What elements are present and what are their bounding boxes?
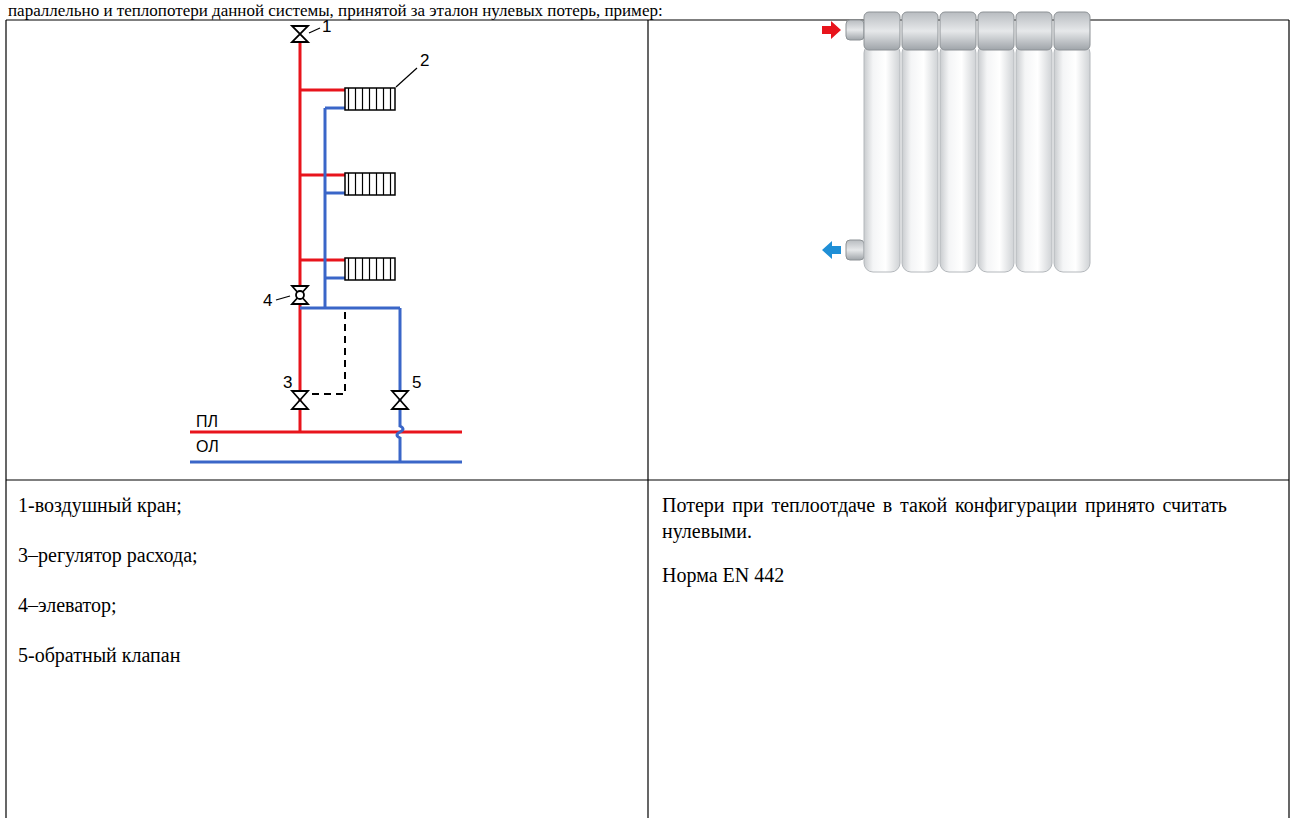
note-cell: Потери при теплоотдаче в такой конфигура…	[662, 492, 1227, 544]
legend-cell: 3–регулятор расхода;	[18, 542, 198, 568]
callout-number: 4	[263, 290, 272, 312]
radiator-section	[940, 44, 976, 272]
radiator-section	[1054, 44, 1090, 272]
elevator-nozzle	[296, 291, 304, 299]
radiator-sections	[864, 12, 1090, 272]
callout-number: 1	[322, 16, 331, 38]
return-arrow	[822, 241, 841, 259]
supply-main	[190, 431, 462, 434]
callout-number: 2	[420, 50, 429, 72]
air-valve	[292, 26, 308, 42]
radiator-header	[940, 12, 976, 50]
intro-text: параллельно и теплопотери данной системы…	[8, 0, 663, 22]
radiator-header	[864, 12, 900, 50]
leader-lines	[276, 28, 417, 300]
callout-number: 3	[283, 372, 292, 394]
radiator-section	[864, 44, 900, 272]
bypass-dashed	[310, 312, 345, 394]
legend-cell: 4–элеватор;	[18, 592, 117, 618]
radiator-picture	[822, 12, 1090, 272]
callout-number: 5	[412, 372, 421, 394]
radiator-header	[1016, 12, 1052, 50]
legend-cell: 1-воздушный кран;	[18, 492, 182, 518]
note-cell: Норма EN 442	[662, 562, 784, 588]
pipe-name: ОЛ	[196, 436, 219, 457]
return-pipes	[300, 108, 403, 462]
radiator-header	[1054, 12, 1090, 50]
radiator-section	[978, 44, 1014, 272]
supply-arrow	[822, 21, 841, 39]
radiator-symbols	[345, 88, 395, 280]
legend-cell: 5-обратный клапан	[18, 642, 180, 668]
radiator-section	[902, 44, 938, 272]
table-grid	[6, 20, 1289, 818]
supply-riser	[299, 40, 302, 432]
riser-schematic	[190, 26, 462, 462]
pipe-name: ПЛ	[196, 411, 218, 432]
radiator-section	[1016, 44, 1052, 272]
supply-branches	[300, 90, 345, 260]
flow-regulator	[292, 391, 308, 409]
check-valve	[392, 391, 408, 409]
valve-symbols	[292, 26, 408, 409]
return-main	[190, 461, 462, 464]
radiator-header	[902, 12, 938, 50]
elevator	[292, 286, 308, 304]
radiator-header	[978, 12, 1014, 50]
